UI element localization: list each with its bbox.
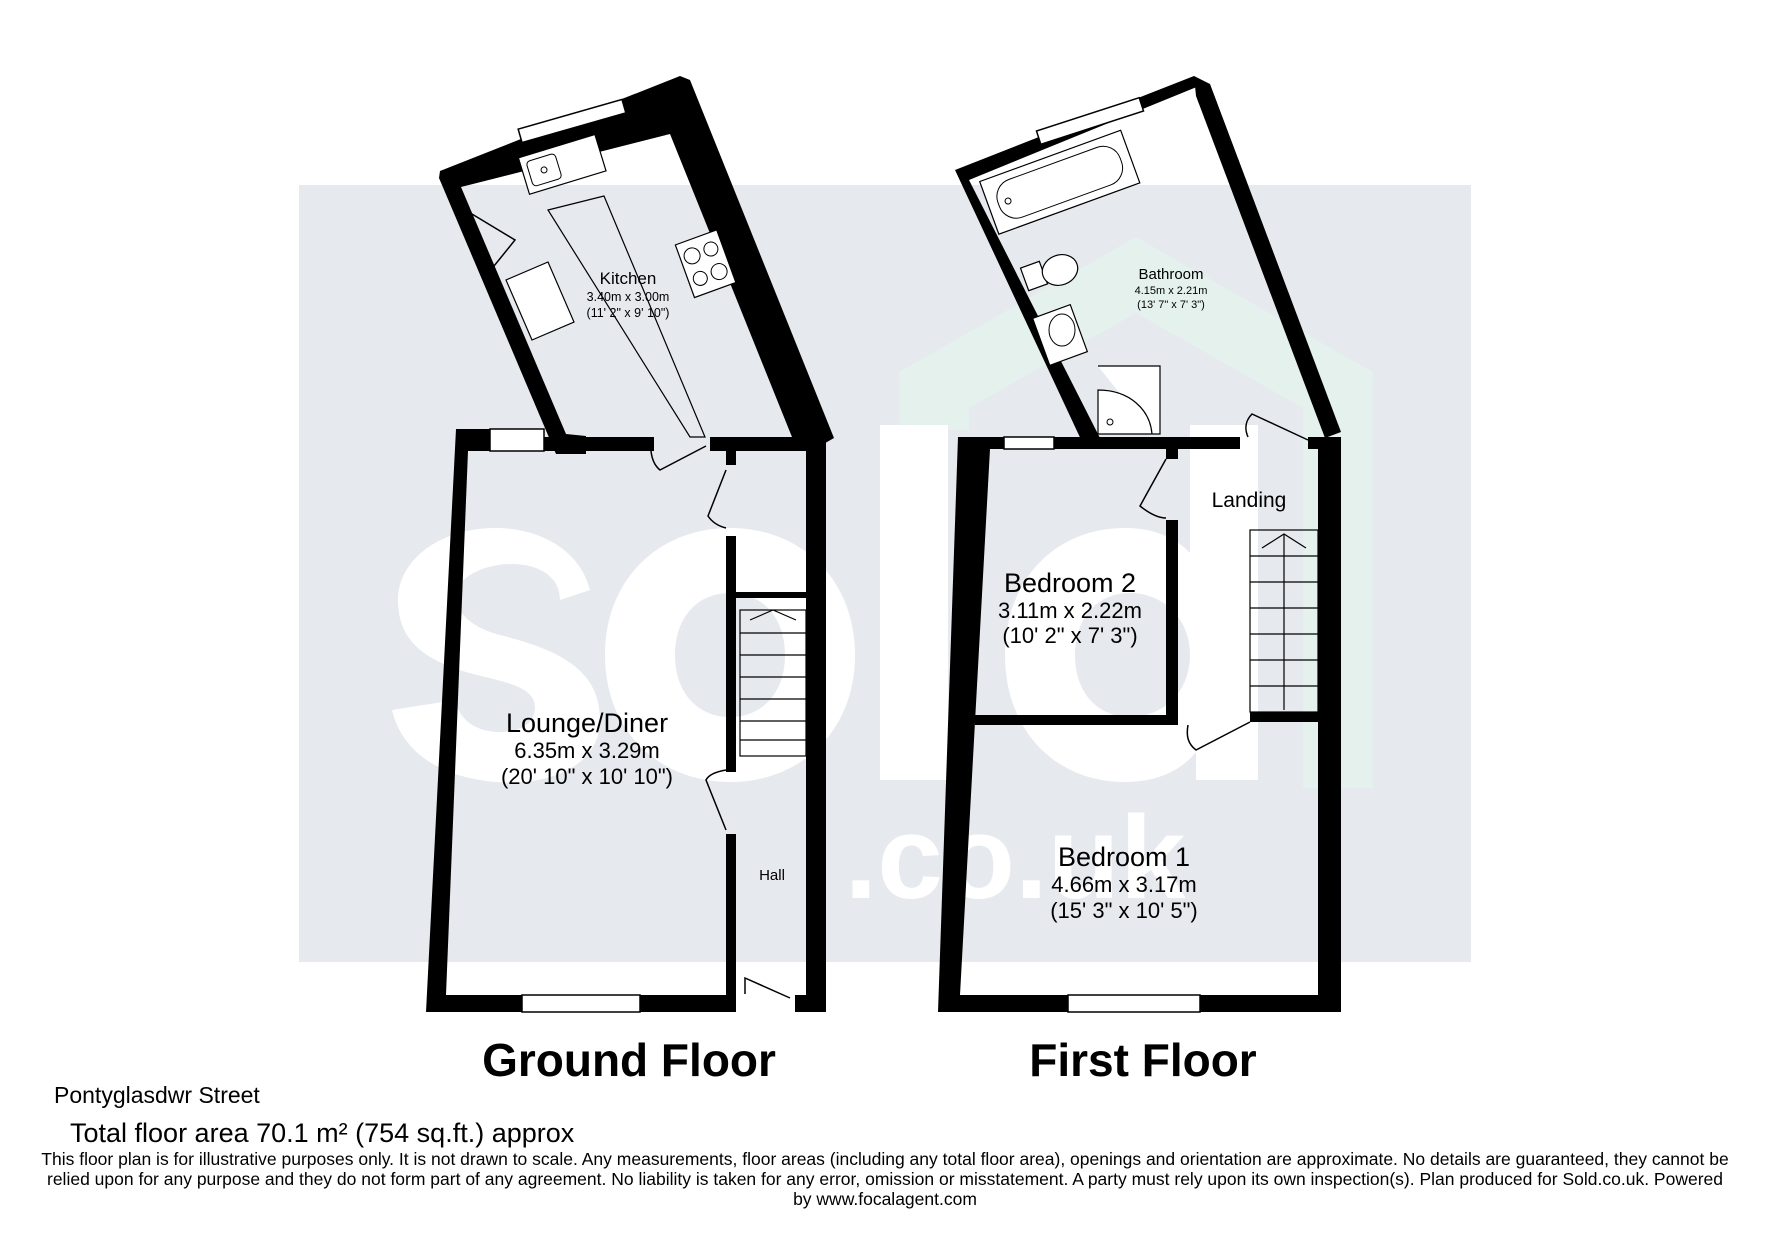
kitchen-door-icon: [650, 445, 707, 471]
lounge-imperial: (20' 10" x 10' 10"): [501, 764, 673, 789]
landing-name: Landing: [1212, 489, 1287, 512]
kitchen-imperial: (11' 2" x 9' 10"): [587, 306, 670, 320]
hall-partition-top: [726, 451, 736, 465]
bedroom1-imperial: (15' 3" x 10' 5"): [1050, 898, 1198, 923]
kitchen-window: [517, 98, 627, 144]
bathroom-name: Bathroom: [1138, 266, 1203, 283]
bedroom1-name: Bedroom 1: [1058, 842, 1190, 872]
kitchen-hall-wall: [710, 437, 826, 451]
hall-door-icon: [705, 769, 727, 831]
bedroom1-door-icon: [1186, 721, 1251, 751]
bedroom2-metric: 3.11m x 2.22m: [998, 598, 1142, 623]
first-outer-wall: [938, 437, 1341, 1012]
lounge-outer-wall: [426, 429, 728, 1012]
kitchen-table: [505, 261, 575, 341]
bedroom2-door-icon: [1139, 458, 1167, 519]
ground-floor-plan: [426, 76, 834, 1013]
hall-partition-low: [726, 834, 736, 1012]
room-labels: Kitchen 3.40m x 3.00m (11' 2" x 9' 10") …: [501, 266, 1286, 923]
watermark-domain: .co.uk: [845, 792, 1186, 924]
kitchen-wall-outline-r: [676, 76, 834, 446]
kitchen-wall-outline: [439, 76, 824, 454]
total-floor-area: Total floor area 70.1 m² (754 sq.ft.) ap…: [70, 1118, 575, 1148]
ground-right-wall: [806, 437, 826, 1012]
bedroom2-window: [1003, 436, 1055, 450]
kitchen-cupboard-door-icon: [461, 207, 517, 267]
hall-partition-mid: [726, 536, 736, 772]
bathroom-imperial: (13' 7" x 7' 3"): [1137, 299, 1205, 311]
hall-name: Hall: [759, 867, 785, 884]
lounge-window-bottom: [521, 994, 641, 1013]
bedroom2-right-wall: [1166, 520, 1178, 723]
first-staircase-icon: [1249, 529, 1319, 713]
bedroom2-name: Bedroom 2: [1004, 568, 1136, 598]
property-address: Pontyglasdwr Street: [54, 1082, 260, 1108]
basin-icon: [1031, 303, 1089, 367]
lounge-hall-door-icon: [707, 469, 727, 529]
bedroom1-window: [1067, 994, 1201, 1013]
bedroom2-imperial: (10' 2" x 7' 3"): [1002, 623, 1137, 648]
bathroom-door-icon: [1245, 413, 1309, 441]
bathroom-wall-right: [1194, 76, 1341, 438]
bedroom2-bottom-wall: [975, 715, 1178, 725]
kitchen-name: Kitchen: [600, 269, 657, 288]
lounge-window-top: [489, 428, 545, 452]
stair-top-wall: [736, 592, 806, 598]
ground-floor-title: Ground Floor: [482, 1034, 776, 1086]
first-floor-title: First Floor: [1029, 1034, 1257, 1086]
lounge-name: Lounge/Diner: [506, 708, 668, 738]
sold-watermark: .co.uk: [299, 185, 1471, 962]
watermark-letter-o: [605, 528, 855, 782]
disclaimer-text: This floor plan is for illustrative purp…: [41, 1149, 1729, 1209]
watermark-house-outline: [899, 237, 1373, 788]
hall-bottom-wall: [795, 995, 826, 1012]
watermark-letter-l: [880, 425, 948, 780]
bedroom1-metric: 4.66m x 3.17m: [1051, 872, 1197, 897]
bath-icon: [978, 129, 1141, 235]
kitchen-metric: 3.40m x 3.00m: [587, 290, 670, 304]
bathroom-metric: 4.15m x 2.21m: [1135, 285, 1208, 297]
front-door-icon: [744, 976, 791, 999]
bathroom-window: [1035, 96, 1145, 146]
watermark-letter-d: [1005, 425, 1258, 782]
kitchen-lounge-wall: [544, 437, 654, 451]
kitchen-worktop: [547, 195, 706, 438]
toilet-icon: [1019, 254, 1079, 292]
landing-stair-wall: [1250, 712, 1318, 722]
shower-icon: [1097, 365, 1161, 435]
bedroom2-top-stub: [1166, 449, 1178, 459]
bathroom-bottom-wall: [1084, 437, 1240, 449]
first-floor-plan: [938, 76, 1341, 1013]
lounge-metric: 6.35m x 3.29m: [514, 738, 660, 763]
hob-icon: [674, 229, 737, 299]
ground-staircase-icon: [739, 609, 807, 757]
bathroom-wall-left: [955, 76, 1204, 446]
kitchen-sink-icon: [517, 133, 607, 195]
